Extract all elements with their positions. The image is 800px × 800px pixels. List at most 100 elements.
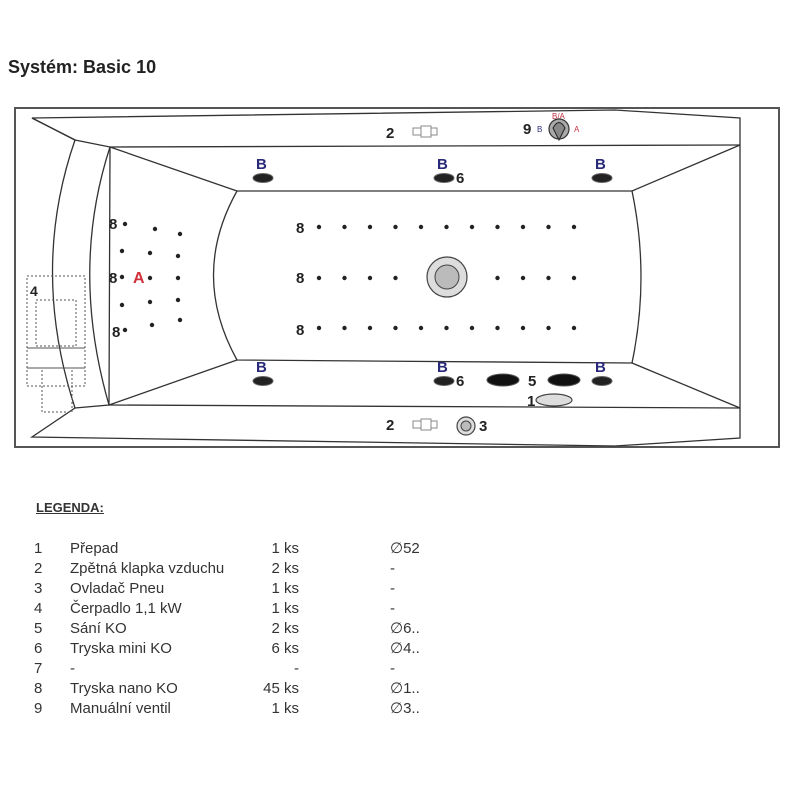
legend-dimension: - [390, 560, 395, 577]
nano-jet-icon [316, 325, 322, 331]
label-nano-jet-row-1: 8 [296, 220, 304, 237]
nano-jet-icon [469, 325, 475, 331]
label-nano-jet-row-3: 8 [296, 322, 304, 339]
suction-icon-left [486, 373, 520, 387]
legend-number: 2 [34, 560, 43, 577]
label-air-valve-bottom: 2 [386, 417, 394, 434]
legend-number: 7 [34, 660, 43, 677]
label-nano-jet-head-2: 8 [109, 270, 117, 287]
page-title: Systém: Basic 10 [8, 57, 157, 77]
nano-jet-icon [147, 275, 153, 281]
legend-dimension: ∅3.. [390, 700, 420, 717]
nano-jet-icon [367, 275, 373, 281]
nano-jet-icon [393, 325, 398, 331]
legend-dimension: ∅4.. [390, 640, 420, 657]
nano-jet-icon [122, 221, 128, 227]
legend-name: Čerpadlo 1,1 kW [70, 600, 182, 617]
mini-jet-icon [252, 376, 274, 386]
nano-jet-icon [175, 253, 181, 259]
nano-jet-icon [175, 275, 181, 281]
nano-jet-icon [122, 327, 128, 333]
label-circuit-a: A [133, 270, 145, 287]
legend-quantity: 2 ks [271, 620, 299, 637]
overflow-icon [535, 393, 573, 407]
nano-jet-icon [316, 224, 322, 230]
nano-jet-icon [152, 226, 158, 232]
nano-jet-icon [444, 224, 449, 230]
label-circuit-b: B [256, 359, 267, 376]
nano-jet-icon [546, 325, 551, 331]
legend-name: - [70, 660, 75, 677]
basin-top-edge [109, 144, 741, 148]
label-air-valve-top: 2 [386, 125, 394, 142]
nano-jet-icon [177, 317, 183, 323]
nano-jet-icon [147, 299, 153, 305]
label-nano-jet-head-1: 8 [109, 216, 117, 233]
legend-quantity: 2 ks [271, 560, 299, 577]
nano-jet-icon [469, 224, 475, 230]
legend-name: Manuální ventil [70, 700, 171, 717]
legend-row: 7--- [34, 659, 420, 679]
diag-top-right [631, 144, 741, 192]
legend-number: 5 [34, 620, 43, 637]
nano-jet-icon [571, 325, 577, 331]
legend-dimension: - [390, 580, 395, 597]
valve-label-b: B [537, 125, 542, 134]
nano-jet-icon [177, 231, 183, 237]
diag-bottom-right [631, 362, 741, 409]
legend-number: 1 [34, 540, 43, 557]
legend-dimension: ∅6.. [390, 620, 420, 637]
nano-jet-icon [367, 224, 373, 230]
legend-dimension: - [390, 600, 395, 617]
head-inner-curve [89, 146, 111, 406]
legend-name: Přepad [70, 540, 119, 557]
air-valve-icon-bottom [412, 418, 438, 431]
nano-jet-icon [520, 224, 526, 230]
nano-jet-icon [546, 224, 551, 230]
nano-jet-icon [342, 275, 347, 281]
label-circuit-b: B [595, 359, 606, 376]
nano-jet-icon [571, 224, 577, 230]
legend-quantity: 1 ks [271, 580, 299, 597]
legend-spacer [299, 639, 390, 659]
label-circuit-b: B [256, 156, 267, 173]
nano-jet-icon [393, 275, 398, 281]
nano-jet-icon [418, 325, 424, 331]
legend-spacer [299, 619, 390, 639]
label-circuit-b: B [437, 156, 448, 173]
diag-bottom-left [108, 359, 238, 406]
nano-jet-icon [119, 248, 125, 254]
nano-jet-icon [520, 275, 526, 281]
legend-spacer [299, 559, 390, 579]
suction-icon-right [547, 373, 581, 387]
legend-dimension: ∅52 [390, 540, 420, 557]
label-suction: 5 [528, 373, 536, 390]
head-outer-curve [51, 139, 76, 409]
label-manual-valve: 9 [523, 121, 531, 138]
nano-jet-icon [571, 275, 577, 281]
tub-outer-frame [14, 107, 780, 448]
legend-name: Ovladač Pneu [70, 580, 165, 597]
legend-spacer [299, 659, 390, 679]
nano-jet-icon [147, 250, 153, 256]
legend-spacer [299, 579, 390, 599]
nano-jet-icon [444, 325, 449, 331]
label-nano-jet-row-2: 8 [296, 270, 304, 287]
mini-jet-icon [591, 173, 613, 183]
diag-top-left [109, 146, 238, 192]
nano-jet-icon [342, 325, 347, 331]
legend-quantity: 45 ks [263, 680, 299, 697]
legend-title: LEGENDA: [36, 500, 104, 515]
tub-rim-outline [29, 109, 741, 447]
nano-jet-icon [495, 325, 500, 331]
legend-dimension: - [390, 660, 395, 677]
mini-jet-icon [591, 376, 613, 386]
